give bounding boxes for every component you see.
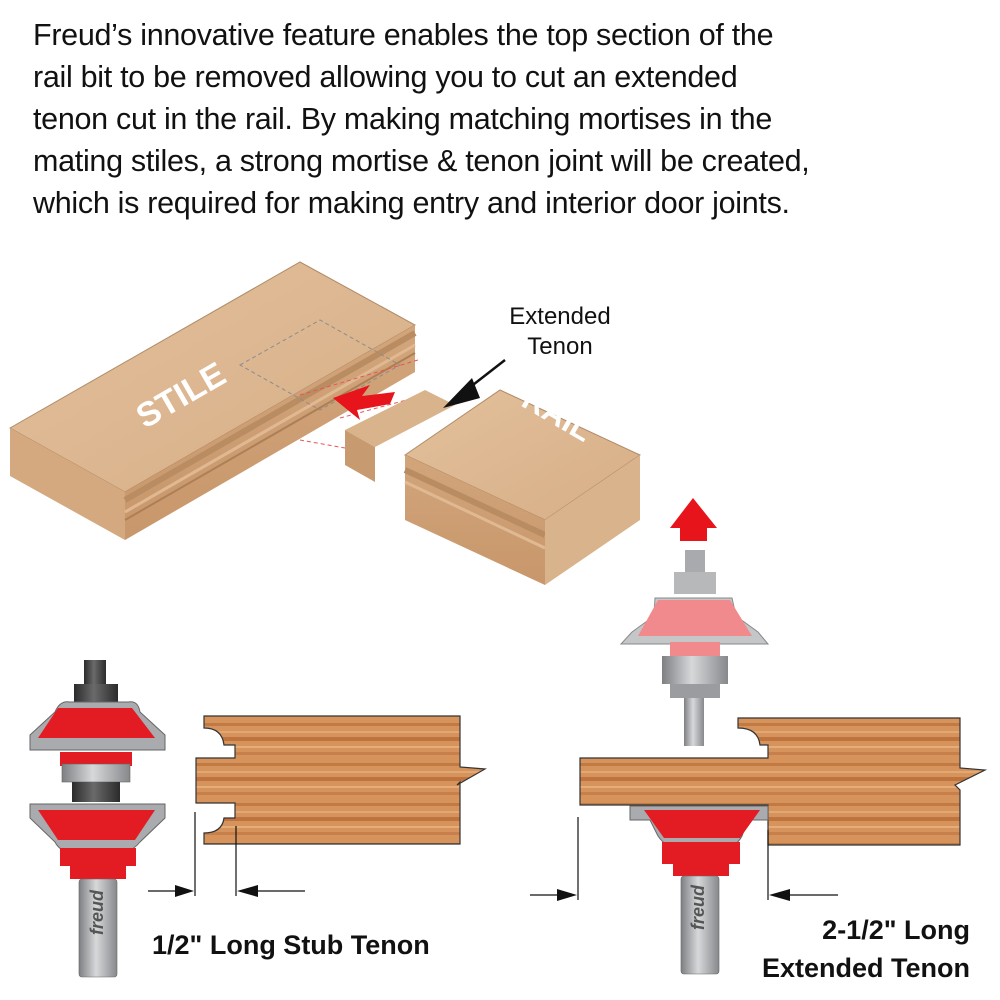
left-router-bit: freud xyxy=(29,660,166,978)
intro-line: rail bit to be removed allowing you to c… xyxy=(33,60,738,94)
extended-tenon-callout: Extended Tenon xyxy=(490,302,630,362)
extended-tenon-label-line1: 2-1/2" Long xyxy=(822,915,970,945)
stub-tenon-rail-profile xyxy=(195,715,487,845)
stile-board: STILE xyxy=(8,261,417,540)
insert-arrow-icon xyxy=(333,385,395,420)
callout-line: Tenon xyxy=(527,333,593,360)
extended-tenon-label: 2-1/2" Long Extended Tenon xyxy=(730,911,970,987)
intro-paragraph: Freud’s innovative feature enables the t… xyxy=(33,14,993,224)
intro-line: tenon cut in the rail. By making matchin… xyxy=(33,102,772,136)
extended-tenon-rail-profile xyxy=(579,717,988,846)
rail-board: RAIL xyxy=(345,380,642,585)
brand-logo: freud xyxy=(87,889,107,935)
remove-arrow-icon xyxy=(670,498,717,541)
stub-tenon-dimension xyxy=(148,812,305,897)
intro-line: mating stiles, a strong mortise & tenon … xyxy=(33,144,810,178)
right-router-bit: freud xyxy=(629,805,769,975)
removed-top-cutter xyxy=(619,550,770,746)
intro-line: Freud’s innovative feature enables the t… xyxy=(33,18,774,52)
callout-line: Extended xyxy=(509,303,611,330)
tenon-callout-arrow xyxy=(443,359,506,408)
intro-line: which is required for making entry and i… xyxy=(33,186,790,220)
stub-tenon-label: 1/2" Long Stub Tenon xyxy=(152,930,430,960)
extended-tenon-dimension xyxy=(530,817,838,901)
extended-tenon-label-line2: Extended Tenon xyxy=(761,953,970,983)
brand-logo: freud xyxy=(688,884,708,930)
